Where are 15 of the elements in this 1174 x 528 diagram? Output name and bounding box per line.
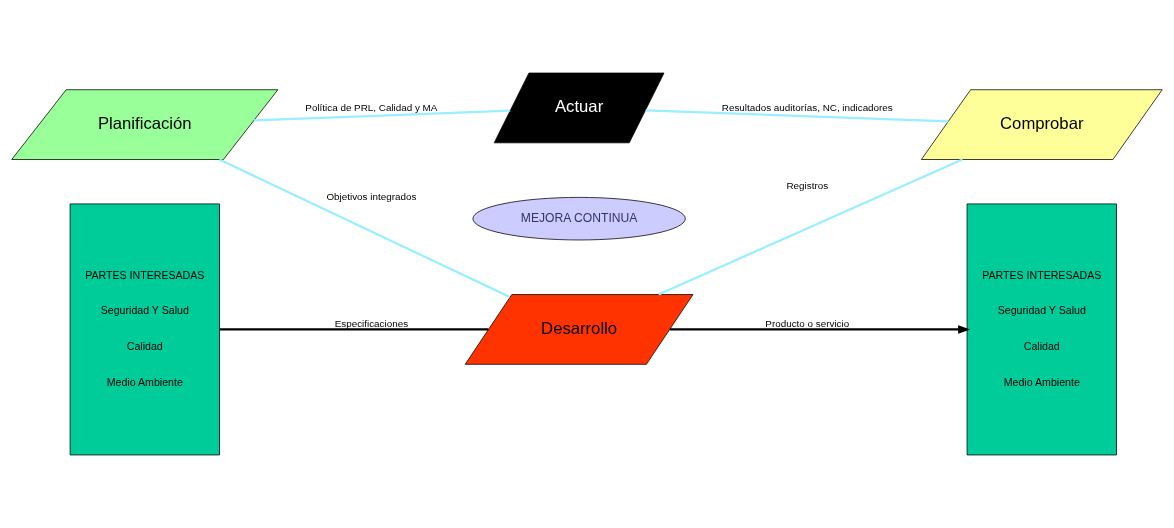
node-box: PARTES INTERESADAS Seguridad Y Salud Calidad Medio Ambiente bbox=[966, 203, 1117, 456]
edge-label: Política de PRL, Calidad y MA bbox=[305, 102, 438, 114]
edge-label: Producto o servicio bbox=[765, 317, 850, 329]
arrow bbox=[669, 325, 971, 334]
connector bbox=[253, 109, 511, 122]
connector bbox=[645, 109, 949, 123]
edge-label: Resultados auditorías, NC, indicadores bbox=[721, 102, 893, 114]
connector bbox=[658, 158, 963, 296]
node-box: PARTES INTERESADAS Seguridad Y Salud Calidad Medio Ambiente bbox=[69, 203, 220, 456]
edge-label: Especificaciones bbox=[334, 317, 409, 329]
node-ellipse: MEJORA CONTINUA bbox=[472, 197, 686, 241]
edge-label: Registros bbox=[786, 179, 829, 191]
connector bbox=[219, 328, 489, 331]
edge-label: Objetivos integrados bbox=[326, 191, 417, 203]
connector bbox=[218, 158, 511, 298]
